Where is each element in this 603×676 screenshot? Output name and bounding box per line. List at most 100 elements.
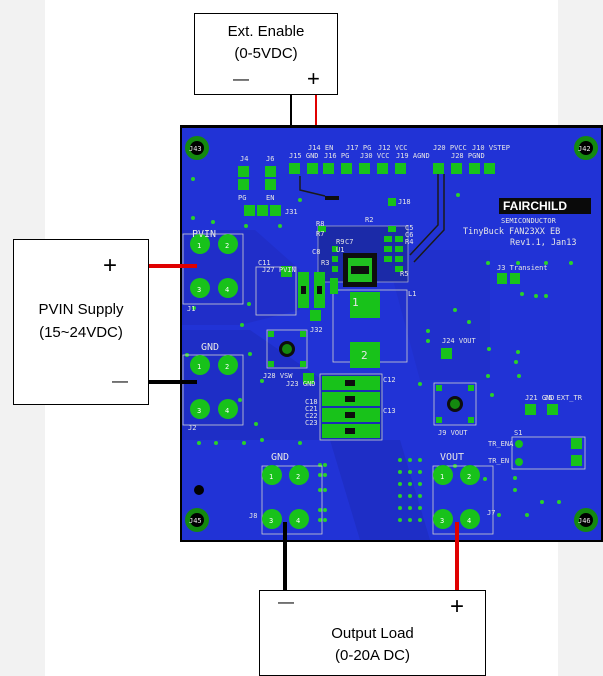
label-r4: R4 <box>405 238 413 246</box>
ext-enable-plus: + <box>307 66 320 91</box>
corner-label-4: J46 <box>578 517 591 525</box>
label-j32: J32 <box>310 326 323 334</box>
label-c13: C13 <box>383 407 396 415</box>
j24-pin <box>441 348 452 359</box>
label-r2: R2 <box>365 216 373 224</box>
pvin-pad-3: 3 <box>197 286 201 294</box>
pvin-supply-box: + PVIN Supply (15~24VDC) — <box>13 239 149 405</box>
label-c8: C8 <box>312 248 320 256</box>
brand-box <box>499 198 591 214</box>
header-label-j17: J17 PG <box>346 144 371 152</box>
pad-number-2: 2 <box>361 349 368 362</box>
pvin-label: PVIN <box>192 229 216 240</box>
ext-enable-range: (0-5VDC) <box>234 45 298 62</box>
vout-pad-2: 2 <box>467 473 471 481</box>
signal-traces <box>299 174 445 263</box>
ext-enable-title: Ext. Enable <box>227 23 305 40</box>
label-c12: C12 <box>383 376 396 384</box>
gnd-pad-4: 4 <box>225 407 229 415</box>
corner-label-1: J43 <box>189 145 202 153</box>
label-j21: J21 GND <box>525 394 555 402</box>
label-j24: J24 VOUT <box>442 337 477 345</box>
pvin-supply-title: PVIN Supply <box>38 301 124 318</box>
label-j18: J18 <box>398 198 411 206</box>
ext-enable-minus: — <box>233 71 249 88</box>
label-en: EN <box>266 194 274 202</box>
gnd-pad-3: 3 <box>197 407 201 415</box>
revision: Rev1.1, Jan13 <box>510 238 577 248</box>
vout-pad-3: 3 <box>440 517 444 525</box>
label-r7: R7 <box>316 230 324 238</box>
header-label-j15: J15 GND <box>289 152 319 160</box>
input-capacitors <box>255 266 338 321</box>
label-c11: C11 <box>258 259 271 267</box>
vout-test-point <box>433 382 477 426</box>
label-c7: C7 <box>345 238 353 246</box>
label-r3: R3 <box>321 259 329 267</box>
label-j31: J31 <box>285 208 298 216</box>
j21-pin <box>525 404 536 415</box>
label-j1: J1 <box>187 305 195 313</box>
label-j6: J6 <box>266 155 274 163</box>
vout-label: VOUT <box>440 452 464 463</box>
label-c22: C22 <box>305 412 318 420</box>
label-j27: J27 PVIN <box>262 266 296 274</box>
pad-number-1: 1 <box>352 296 359 309</box>
vout-pad-1: 1 <box>440 473 444 481</box>
corner-mounting-holes <box>185 136 598 532</box>
label-j2: J2 <box>188 424 196 432</box>
pvin-supply-range: (15~24VDC) <box>39 324 123 341</box>
brand-sub: SEMICONDUCTOR <box>501 217 557 225</box>
label-u1: U1 <box>336 246 344 254</box>
output-load-plus: + <box>450 593 465 620</box>
label-c5: C5 <box>405 224 413 232</box>
pvin-pad-2: 2 <box>225 242 229 250</box>
pvin-pad-4: 4 <box>225 286 229 294</box>
label-pg: PG <box>238 194 246 202</box>
gnd-out-pad-3: 3 <box>269 517 273 525</box>
gnd-pad-1: 1 <box>197 363 201 371</box>
gnd-bottom-label: GND <box>271 452 289 463</box>
j3-pin-2 <box>510 273 520 284</box>
gnd-out-pad-1: 1 <box>269 473 273 481</box>
gnd-input-connector <box>182 354 244 426</box>
vout-connector <box>432 465 494 535</box>
s1-switch <box>511 436 586 470</box>
label-j4: J4 <box>240 155 248 163</box>
product-name: TinyBuck FAN23XX EB <box>463 227 560 237</box>
ext-enable-box: Ext. Enable (0-5VDC) — + <box>194 13 338 95</box>
label-r8: R8 <box>316 220 324 228</box>
label-r5: R5 <box>400 270 408 278</box>
label-j28-vsw: J28 VSW <box>263 372 293 380</box>
gnd-pad-2: 2 <box>225 363 229 371</box>
corner-label-3: J45 <box>189 517 202 525</box>
label-j5: J5 EXT_TR <box>544 394 583 402</box>
label-j7: J7 <box>487 509 495 517</box>
pvin-connector <box>182 233 244 305</box>
label-s1: S1 <box>514 429 522 437</box>
output-load-title: Output Load <box>331 625 414 642</box>
header-label-j16: J16 PG <box>324 152 349 160</box>
vout-pad-4: 4 <box>467 517 471 525</box>
header-label-j19: J19 AGND <box>396 152 430 160</box>
gnd-left-label: GND <box>201 342 219 353</box>
corner-label-2: J42 <box>578 145 591 153</box>
header-label-j12: J12 VCC <box>378 144 408 152</box>
label-c23: C23 <box>305 419 318 427</box>
label-j3: J3 Transient <box>497 264 548 272</box>
j5-pin <box>547 404 558 415</box>
header-label-j10: J10 VSTEP <box>472 144 510 152</box>
label-c6: C6 <box>405 231 413 239</box>
output-load-minus: — <box>278 594 294 611</box>
header-label-j30: J30 VCC <box>360 152 390 160</box>
label-l1: L1 <box>408 290 416 298</box>
gnd-output-connector <box>261 465 323 535</box>
gnd-out-pad-2: 2 <box>296 473 300 481</box>
header-label-j28: J28 PGND <box>451 152 485 160</box>
j3-pin-1 <box>497 273 507 284</box>
label-tr-ena: TR_ENA <box>488 440 514 448</box>
pvin-supply-minus: — <box>112 373 128 390</box>
vias <box>185 177 573 522</box>
header-label-j20: J20 PVCC <box>433 144 467 152</box>
